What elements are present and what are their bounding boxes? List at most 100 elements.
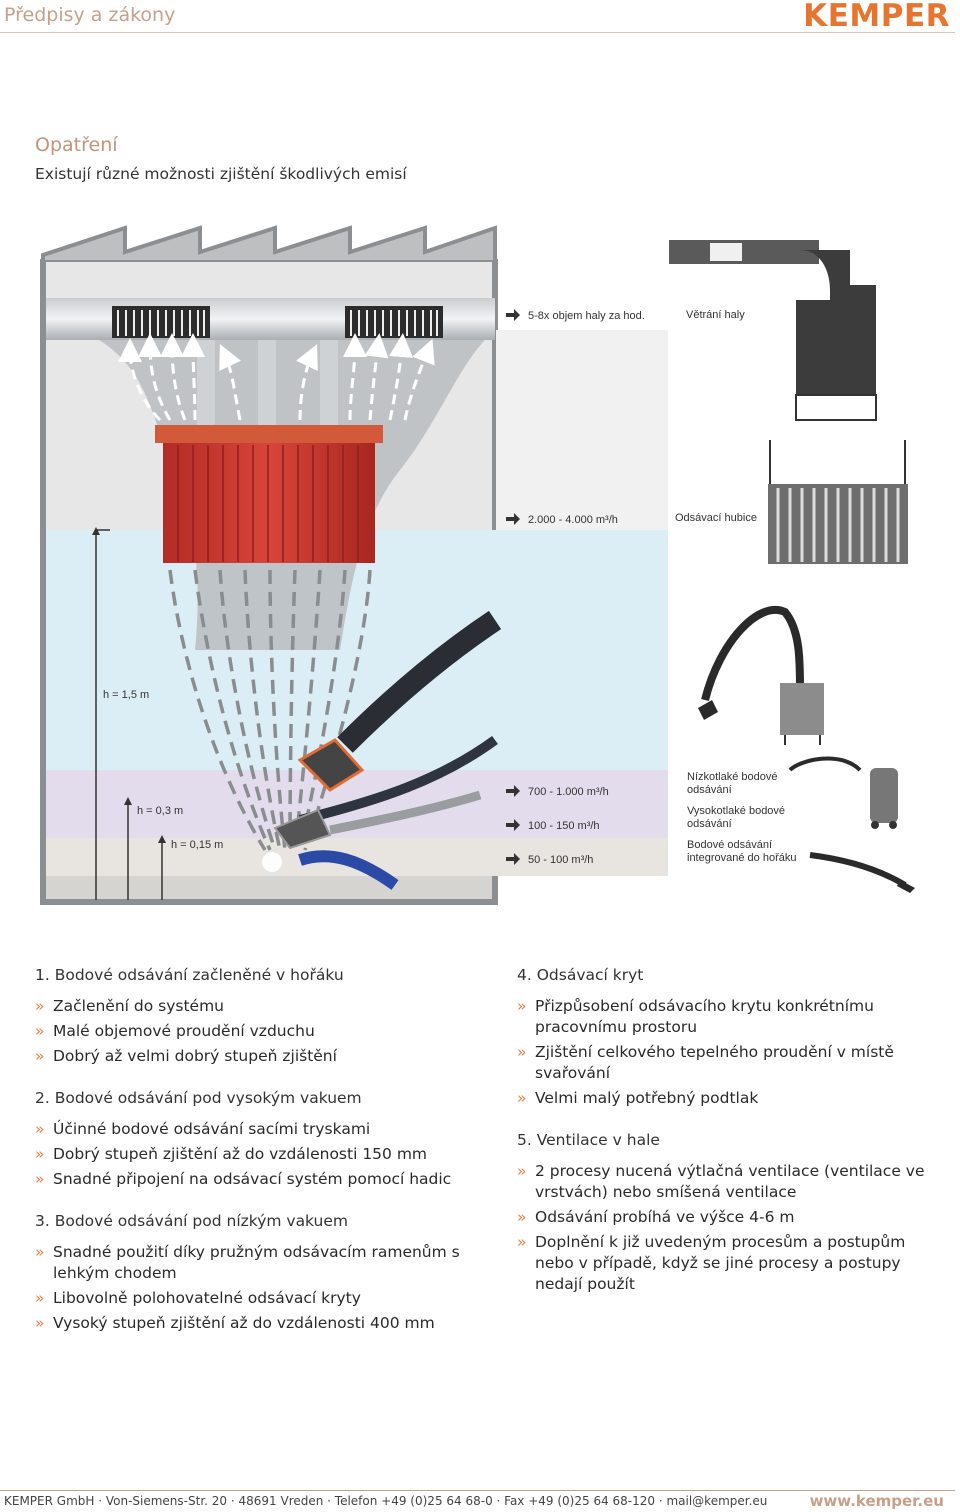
welding-torch (298, 850, 399, 890)
flow-rate-5: 50 - 100 m³/h (528, 854, 593, 866)
high-vacuum-unit-icon (788, 756, 898, 829)
kemper-logo: KEMPER (803, 0, 950, 34)
left-column: 1. Bodové odsávání začleněné v hořáku » Z… (35, 966, 485, 1356)
list-item-text: Účinné bodové odsávání sacími tryskami (53, 1120, 371, 1138)
right-column: 4. Odsávací kryt » Přizpůsobení odsávacíh… (517, 966, 927, 1317)
bullet-icon: » (35, 1243, 45, 1261)
list-item: » Dobrý až velmi dobrý stupeň zjištění (35, 1046, 485, 1067)
list-item: » Snadné připojení na odsávací systém pom… (35, 1169, 485, 1190)
list-item: » Začlenění do systému (35, 996, 485, 1017)
method-group-1: 1. Bodové odsávání začleněné v hořáku » Z… (35, 966, 485, 1067)
method-label-1: Větrání haly (686, 309, 745, 321)
upward-air-arrows (118, 333, 435, 422)
method-group-3: 3. Bodové odsávání pod nízkým vakuem » Sn… (35, 1212, 485, 1334)
method-label-4a: Vysokotlaké bodové (687, 805, 785, 817)
smoke-flow-lines (168, 569, 372, 851)
group-list-5: » 2 procesy nucená výtlačná ventilace (ve… (517, 1161, 927, 1295)
bullet-icon: » (517, 1043, 527, 1061)
flow-rate-2: 2.000 - 4.000 m³/h (528, 514, 618, 526)
height-markers (95, 529, 163, 900)
method-label-3b: odsávání (687, 784, 732, 796)
list-item: » Dobrý stupeň zjištění až do vzdálenosti… (35, 1144, 485, 1165)
list-item-text: Dobrý až velmi dobrý stupeň zjištění (53, 1047, 337, 1065)
footer-divider (0, 1490, 955, 1491)
list-item-text: Malé objemové proudění vzduchu (53, 1022, 315, 1040)
bullet-icon: » (35, 1145, 45, 1163)
list-item: » Libovolně polohovatelné odsávací kryty (35, 1288, 485, 1309)
hall-ventilation-unit-icon (669, 240, 877, 421)
method-group-2: 2. Bodové odsávání pod vysokým vakuem » Ú… (35, 1089, 485, 1190)
group-heading-2: 2. Bodové odsávání pod vysokým vakuem (35, 1089, 362, 1107)
bullet-icon: » (35, 1120, 45, 1138)
extraction-hood (155, 425, 383, 563)
bullet-icon: » (35, 1022, 45, 1040)
list-item-text: Vysoký stupeň zjištění až do vzdálenosti… (53, 1314, 435, 1332)
group-heading-5: 5. Ventilace v hale (517, 1131, 660, 1149)
header-divider (0, 32, 955, 33)
bullet-icon: » (35, 1047, 45, 1065)
list-item: » Vysoký stupeň zjištění až do vzdálenost… (35, 1313, 485, 1334)
section-title: Opatření (35, 134, 118, 156)
bullet-icon: » (517, 1162, 527, 1180)
height-label-2: h = 0,3 m (137, 805, 183, 817)
list-item-text: Snadné použití díky pružným odsávacím ra… (53, 1243, 460, 1282)
list-item-text: Dobrý stupeň zjištění až do vzdálenosti … (53, 1145, 428, 1163)
method-group-5: 5. Ventilace v hale » 2 procesy nucená vý… (517, 1131, 927, 1295)
flow-arrows (506, 309, 520, 865)
page-header: Předpisy a zákony KEMPER (0, 0, 960, 34)
bullet-icon: » (517, 997, 527, 1015)
nozzle-gray (273, 808, 332, 850)
list-item: » Odsávání probíhá ve výšce 4-6 m (517, 1207, 927, 1228)
bullet-icon: » (35, 1289, 45, 1307)
bullet-icon: » (517, 1208, 527, 1226)
list-item: » Doplnění k již uvedeným procesům a post… (517, 1232, 927, 1295)
torch-extraction-icon (809, 852, 915, 893)
group-list-4: » Přizpůsobení odsávacího krytu konkrétní… (517, 996, 927, 1109)
group-heading-4: 4. Odsávací kryt (517, 966, 644, 984)
group-list-2: »Účinné bodové odsávání sacími tryskami … (35, 1119, 485, 1190)
list-item: » Velmi malý potřebný podtlak (517, 1088, 927, 1109)
method-label-2: Odsávací hubice (675, 512, 757, 524)
list-item-text: 2 procesy nucená výtlačná ventilace (ven… (535, 1162, 925, 1201)
extraction-canopy-icon (768, 440, 908, 564)
list-item: » Účinné bodové odsávání sacími tryskami (35, 1119, 485, 1140)
list-item-text: Libovolně polohovatelné odsávací kryty (53, 1289, 361, 1307)
header-title: Předpisy a zákony (4, 4, 176, 26)
bullet-icon: » (35, 1170, 45, 1188)
list-item: » Přizpůsobení odsávacího krytu konkrétní… (517, 996, 927, 1038)
list-item-text: Začlenění do systému (53, 997, 225, 1015)
group-heading-3: 3. Bodové odsávání pod nízkým vakuem (35, 1212, 349, 1230)
footer-address: KEMPER GmbH · Von-Siemens-Str. 20 · 4869… (4, 1494, 768, 1508)
list-item-text: Odsávání probíhá ve výšce 4-6 m (535, 1208, 795, 1226)
list-item-text: Doplnění k již uvedeným procesům a postu… (535, 1233, 906, 1293)
method-group-4: 4. Odsávací kryt » Přizpůsobení odsávacíh… (517, 966, 927, 1109)
bullet-icon: » (517, 1233, 527, 1251)
low-vacuum-unit-icon (698, 606, 824, 745)
extraction-diagram: h = 1,5 m h = 0,3 m h = 0,15 m 5-8x obje… (40, 225, 915, 905)
list-item: » Malé objemové proudění vzduchu (35, 1021, 485, 1042)
list-item-text: Zjištění celkového tepelného proudění v … (535, 1043, 894, 1082)
bullet-icon: » (517, 1089, 527, 1107)
method-label-5a: Bodové odsávání (687, 839, 772, 851)
nozzle-orange (297, 738, 365, 792)
group-list-1: » Začlenění do systému » Malé objemové pro… (35, 996, 485, 1067)
list-item-text: Velmi malý potřebný podtlak (535, 1089, 759, 1107)
height-label-1: h = 1,5 m (103, 689, 149, 701)
list-item-text: Snadné připojení na odsávací systém pomo… (53, 1170, 452, 1188)
flow-rate-1: 5-8x objem haly za hod. (528, 310, 645, 322)
list-item-text: Přizpůsobení odsávacího krytu konkrétním… (535, 997, 874, 1036)
bullet-icon: » (35, 1314, 45, 1332)
method-label-3a: Nízkotlaké bodové (687, 771, 778, 783)
bullet-icon: » (35, 997, 45, 1015)
flow-rate-3: 700 - 1.000 m³/h (528, 786, 609, 798)
low-vacuum-arm (337, 610, 502, 753)
group-list-3: » Snadné použití díky pružným odsávacím r… (35, 1242, 485, 1334)
list-item: » Snadné použití díky pružným odsávacím r… (35, 1242, 485, 1284)
list-item: » Zjištění celkového tepelného proudění v… (517, 1042, 927, 1084)
method-label-5b: integrované do hořáku (687, 852, 796, 864)
footer-website-link[interactable]: www.kemper.eu (809, 1492, 944, 1510)
method-label-4b: odsávání (687, 818, 732, 830)
page-footer: KEMPER GmbH · Von-Siemens-Str. 20 · 4869… (0, 1490, 960, 1512)
list-item: » 2 procesy nucená výtlačná ventilace (ve… (517, 1161, 927, 1203)
group-heading-1: 1. Bodové odsávání začleněné v hořáku (35, 966, 344, 984)
